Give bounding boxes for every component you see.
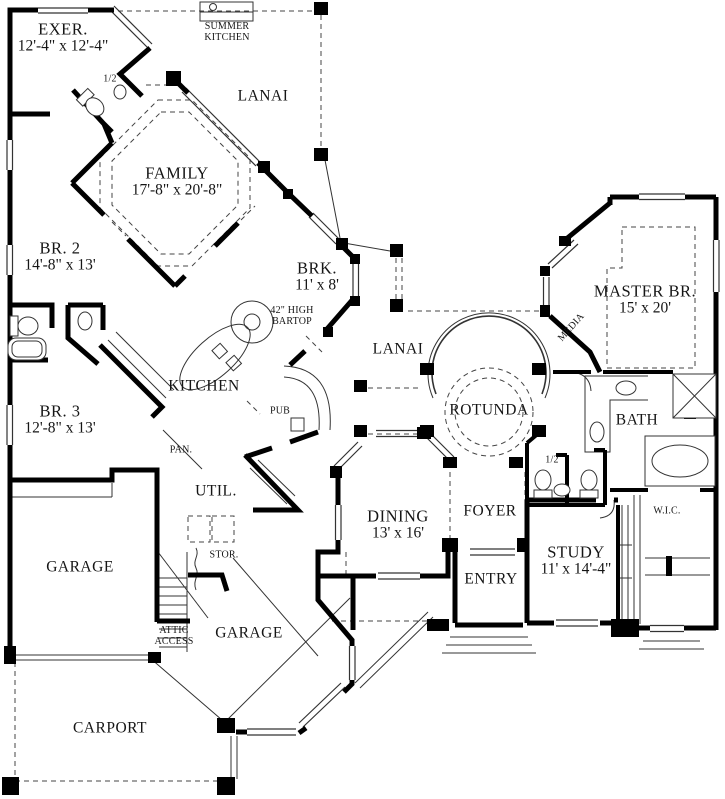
room-label-rotunda: ROTUNDA [449, 401, 529, 419]
posts [2, 2, 696, 795]
rotunda-wall [431, 315, 547, 395]
master-tray-ceiling [606, 226, 696, 369]
toilet-master-bowl [580, 469, 598, 491]
windows [6, 5, 720, 736]
room-label-half-bath-foyer: 1/2 [545, 454, 559, 466]
room-label-kitchen: KITCHEN [168, 377, 240, 395]
dashed-lines [14, 10, 696, 782]
stairs [157, 547, 209, 652]
kitchen-island [179, 323, 251, 391]
pub-counter [283, 365, 331, 431]
room-label-foyer: FOYER [463, 502, 517, 520]
toilet-master-tank [579, 489, 599, 499]
sink-exer [113, 84, 127, 100]
room-label-entry: ENTRY [464, 570, 518, 588]
sink-hall [77, 311, 93, 331]
room-label-bath: BATH [615, 411, 659, 429]
bartop-counter [230, 300, 274, 344]
toilet-foyer-bowl [534, 469, 552, 491]
room-label-brk: BRK.11' x 8' [295, 258, 339, 294]
room-label-util: UTIL. [195, 482, 237, 500]
room-label-exer: EXER.12'-4" x 12'-4" [17, 19, 109, 55]
room-label-pub: PUB [269, 405, 291, 417]
room-label-garage-bottom: GARAGE [215, 624, 283, 642]
toilet-hall-tank [9, 315, 19, 337]
room-label-master-br: MASTER BR.15' x 20' [593, 281, 697, 317]
room-label-lanai-mid: LANAI [372, 340, 424, 358]
family-tray-ceiling [99, 99, 251, 267]
toilet-hall-bowl [17, 316, 39, 336]
toilet-exer [75, 87, 105, 117]
room-label-stor: STOR. [209, 549, 239, 561]
sink-foyer [553, 483, 571, 497]
thin-details [10, 1, 710, 779]
tub-master [651, 444, 709, 478]
toilet-foyer-tank [533, 489, 553, 499]
room-label-half-bath-exer: 1/2 [103, 73, 117, 85]
room-label-carport: CARPORT [72, 719, 148, 737]
sink-master-1 [615, 380, 637, 396]
room-label-pan: PAN. [169, 444, 193, 456]
sink-master-2 [589, 421, 605, 443]
room-label-wic: W.I.C. [653, 505, 681, 517]
room-label-lanai-top: LANAI [237, 87, 289, 105]
walls [7, 7, 719, 736]
fixtures [7, 84, 717, 499]
room-label-garage-left: GARAGE [46, 558, 114, 576]
interior-walls [525, 370, 716, 620]
